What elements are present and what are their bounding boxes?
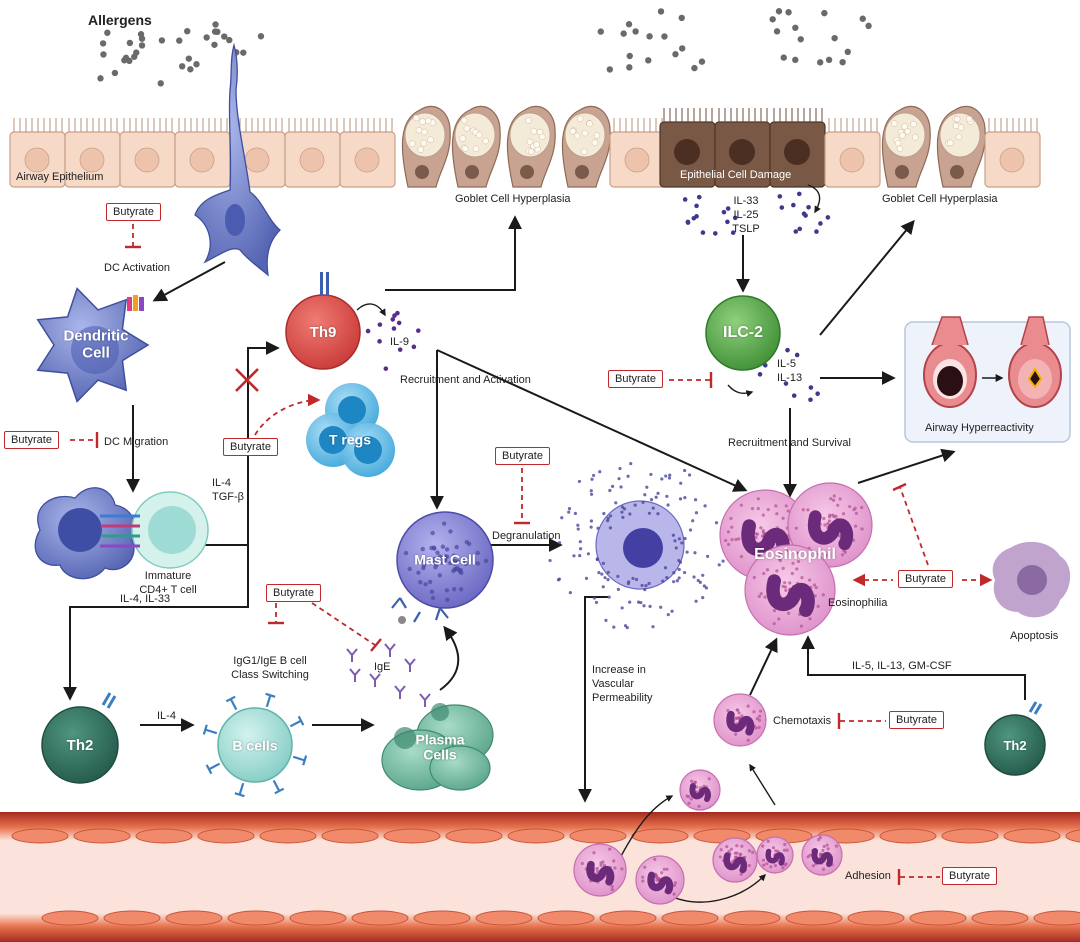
butyrate-box-treg: Butyrate (223, 438, 278, 456)
immature-t-cell-label: Immature CD4+ T cell (139, 570, 197, 596)
b-cells-label: B cells (232, 737, 278, 754)
recruitment-activation-label: Recruitment and Activation (400, 374, 531, 386)
circulating-eosinophils (573, 693, 843, 905)
plasma-cells (381, 703, 494, 791)
cytokine-dots (365, 191, 831, 403)
il4-label: IL-4 (157, 710, 176, 722)
tregs-label: T regs (328, 431, 372, 448)
blocked-path-x (235, 368, 259, 392)
airway-epithelium-layer (9, 105, 1041, 188)
airway-epithelium-label: Airway Epithelium (16, 171, 104, 183)
ilc2-label: ILC-2 (723, 324, 763, 342)
dendritic-cell (36, 287, 150, 403)
dc-t-cell-synapse (34, 487, 209, 580)
immature-dendritic-cell (194, 42, 281, 277)
recruitment-survival-label: Recruitment and Survival (728, 437, 851, 449)
butyrate-box-class-switching: Butyrate (266, 584, 321, 602)
butyrate-box-adhesion: Butyrate (942, 867, 997, 885)
butyrate-inhibition-lines (70, 224, 993, 878)
th2-left-label: Th2 (66, 736, 94, 754)
alarmins-label: IL-33 IL-25 TSLP (732, 195, 760, 235)
goblet-hyperplasia-label-1: Goblet Cell Hyperplasia (455, 193, 571, 205)
treg-cells (306, 383, 395, 477)
dc-activation-label: DC Activation (104, 262, 171, 274)
il5-il13-gmcsf-label: IL-5, IL-13, GM-CSF (852, 660, 952, 672)
b-cell (202, 692, 308, 798)
plasma-cells-label: Plasma Cells (415, 731, 465, 763)
butyrate-box-eosinophil: Butyrate (898, 570, 953, 588)
eosinophil-label: Eosinophil (754, 546, 836, 564)
dc-migration-label: DC Migration (104, 436, 169, 448)
airway-hyperreactivity-label: Airway Hyperreactivity (925, 422, 1034, 434)
il4-tgfb-label: IL-4 TGF-β (212, 477, 244, 503)
dendritic-cell-label: Dendritic Cell (63, 327, 129, 361)
butyrate-inhibition-bars (95, 245, 907, 885)
ige-label: IgE (374, 661, 391, 673)
th9-cell (285, 272, 361, 370)
butyrate-box-degranulation: Butyrate (495, 447, 550, 465)
il5-il13-label: IL-5 IL-13 (777, 358, 803, 384)
butyrate-box-dc-activation: Butyrate (106, 203, 161, 221)
il9-label: IL-9 (390, 336, 409, 348)
mast-cell-label: Mast Cell (414, 551, 476, 568)
chemotaxis-label: Chemotaxis (773, 715, 832, 727)
degranulation-label: Degranulation (492, 530, 561, 542)
il4-il33-label: IL-4, IL-33 (120, 593, 171, 605)
butyrate-box-dc-migration: Butyrate (4, 431, 59, 449)
th9-label: Th9 (309, 323, 337, 341)
pathway-arrows (63, 184, 1026, 903)
ige-antibodies (346, 643, 431, 707)
blood-vessel (0, 812, 1080, 942)
eosinophilia-label: Eosinophilia (828, 597, 888, 609)
airway-hyperreactivity-panel (904, 316, 1071, 443)
th2-right-label: Th2 (1003, 737, 1027, 753)
ilc2-cell (705, 295, 781, 371)
butyrate-box-chemotaxis: Butyrate (889, 711, 944, 729)
apoptosis-label: Apoptosis (1010, 630, 1059, 642)
allergens-label: Allergens (88, 12, 152, 28)
degranulating-mast-cell (548, 462, 735, 630)
goblet-hyperplasia-label-2: Goblet Cell Hyperplasia (882, 193, 998, 205)
butyrate-box-ilc2: Butyrate (608, 370, 663, 388)
vascular-permeability-label: Increase in Vascular Permeability (592, 664, 653, 704)
eosinophil-cluster (719, 482, 873, 636)
th2-cell-right (984, 701, 1046, 776)
apoptotic-cell (992, 541, 1071, 618)
epithelial-damage-label: Epithelial Cell Damage (680, 169, 792, 181)
class-switching-label: IgG1/IgE B cell Class Switching (231, 655, 309, 681)
allergen-particles (97, 8, 872, 87)
mast-cell (391, 511, 494, 624)
th2-cell-left (41, 692, 119, 784)
adhesion-label: Adhesion (845, 870, 891, 882)
